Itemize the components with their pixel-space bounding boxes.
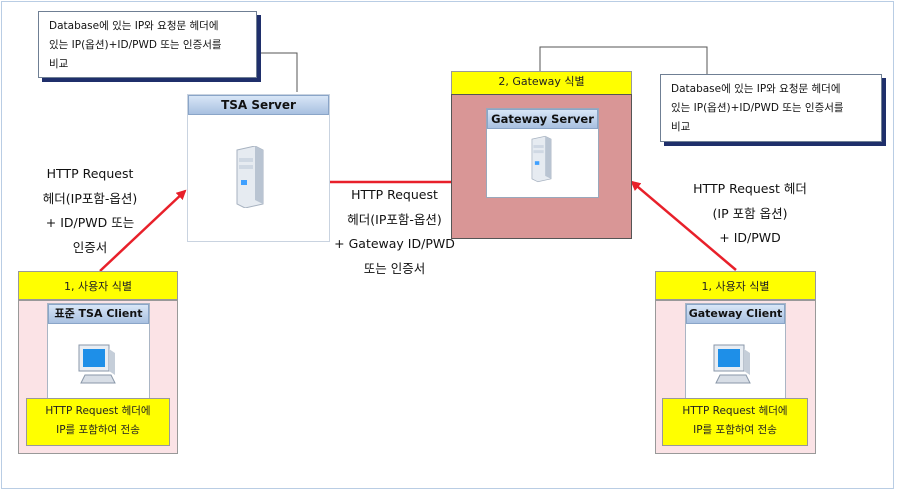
right-arrow-line1: HTTP Request 헤더 — [693, 181, 807, 196]
right-client-desc: HTTP Request 헤더에 IP를 포함하여 전송 — [662, 398, 808, 446]
left-arrow-line1: HTTP Request — [46, 166, 134, 181]
left-database-note: Database에 있는 IP와 요청문 헤더에 있는 IP(옵션)+ID/PW… — [38, 11, 257, 78]
tsa-server-title: TSA Server — [188, 95, 329, 115]
left-arrow-line4: 인증서 — [72, 239, 108, 255]
right-arrow-label: HTTP Request 헤더 (IP 포함 옵션) + ID/PWD — [675, 177, 825, 251]
left-client-monitor-icon — [78, 344, 116, 384]
left-arrow — [99, 189, 187, 272]
middle-arrow-line2: 헤더(IP포함-옵션) — [347, 211, 442, 227]
middle-arrow-line3: + Gateway ID/PWD — [334, 236, 455, 251]
left-arrow-line2: 헤더(IP포함-옵션) — [42, 190, 138, 206]
left-note-connector — [258, 52, 298, 92]
left-note-line1: Database에 있는 IP와 요청문 헤더에 — [49, 20, 219, 32]
left-client-desc: HTTP Request 헤더에 IP를 포함하여 전송 — [26, 398, 170, 446]
right-client-title: Gateway Client — [686, 304, 785, 324]
right-note-connector — [539, 46, 708, 74]
middle-arrow-label: HTTP Request 헤더(IP포함-옵션) + Gateway ID/PW… — [322, 183, 467, 281]
right-client-monitor-icon — [713, 344, 751, 384]
left-client-desc-line1: HTTP Request 헤더에 — [45, 405, 151, 417]
right-note-line2: 있는 IP(옵션)+ID/PWD 또는 인증서를 — [671, 102, 844, 114]
middle-arrow-line1: HTTP Request — [351, 187, 438, 202]
left-arrow-label: HTTP Request 헤더(IP포함-옵션) + ID/PWD 또는 인증서 — [20, 162, 160, 260]
left-note-line2: 있는 IP(옵션)+ID/PWD 또는 인증서를 — [49, 39, 222, 51]
left-client-desc-line2: IP를 포함하여 전송 — [56, 424, 140, 436]
left-note-line3: 비교 — [49, 58, 69, 70]
right-arrow — [630, 180, 737, 271]
right-note-line3: 비교 — [671, 121, 691, 133]
left-client-step-label: 1, 사용자 식별 — [18, 271, 178, 300]
right-arrow-line3: + ID/PWD — [719, 230, 781, 245]
left-arrow-line3: + ID/PWD 또는 — [45, 215, 135, 230]
right-client-step-label: 1, 사용자 식별 — [655, 271, 816, 300]
gateway-server-icon — [531, 135, 552, 183]
right-client-desc-line2: IP를 포함하여 전송 — [693, 424, 777, 436]
gateway-step-label: 2, Gateway 식별 — [451, 71, 632, 94]
middle-arrow-line4: 또는 인증서 — [363, 260, 426, 276]
left-client-title: 표준 TSA Client — [48, 304, 149, 324]
right-note-line1: Database에 있는 IP와 요청문 헤더에 — [671, 83, 841, 95]
right-arrow-line2: (IP 포함 옵션) — [712, 205, 788, 221]
gateway-server-title: Gateway Server — [487, 109, 598, 129]
right-database-note: Database에 있는 IP와 요청문 헤더에 있는 IP(옵션)+ID/PW… — [660, 74, 882, 142]
right-client-desc-line1: HTTP Request 헤더에 — [682, 405, 788, 417]
tsa-server-icon — [236, 146, 264, 208]
